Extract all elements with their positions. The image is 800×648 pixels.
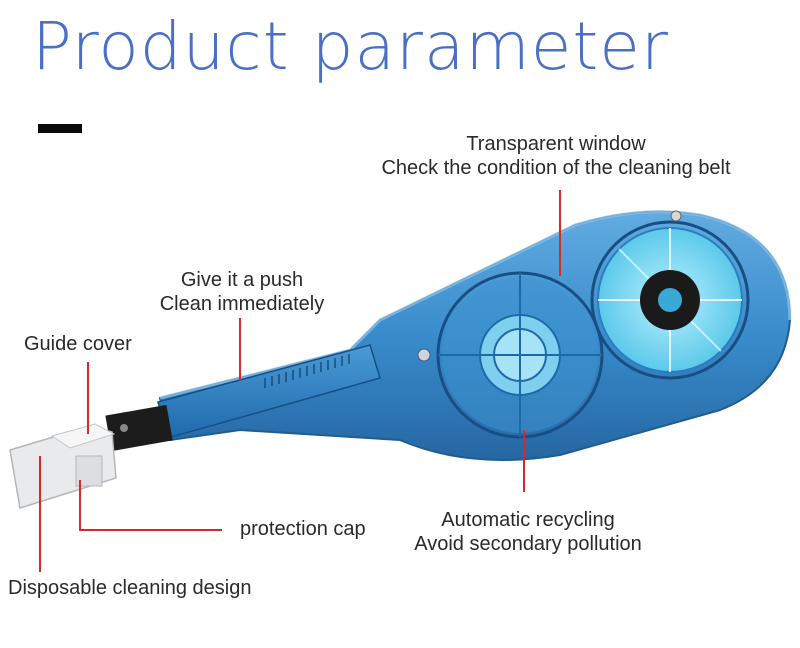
callout-window-line2: Check the condition of the cleaning belt [381, 157, 731, 179]
page-title: Product parameter [32, 8, 670, 85]
callout-push-line2: Clean immediately [159, 293, 325, 315]
callout-window: Transparent window Check the condition o… [340, 132, 772, 180]
callout-recycling-line1: Automatic recycling [441, 509, 615, 531]
screw-icon [670, 210, 682, 222]
callout-recycling: Automatic recycling Avoid secondary poll… [390, 508, 666, 556]
spring-icon [264, 354, 350, 388]
callout-lines [39, 190, 561, 572]
callout-guide-cover: Guide cover [24, 333, 132, 355]
callout-disposable: Disposable cleaning design [8, 577, 252, 599]
callout-recycling-line2: Avoid secondary pollution [414, 533, 642, 555]
callout-line-protection-cap [79, 480, 222, 531]
callout-window-line1: Transparent window [466, 133, 646, 155]
guide-cover-tip [9, 423, 117, 509]
screw-icon [417, 348, 431, 362]
supply-reel-window [590, 210, 750, 380]
connector-screw-icon [120, 424, 128, 432]
callout-push-line1: Give it a push [180, 269, 304, 291]
callout-push: Give it a push Clean immediately [142, 268, 342, 316]
callout-protection-cap: protection cap [240, 518, 366, 540]
title-underline [38, 124, 82, 133]
take-up-reel [417, 271, 604, 439]
black-connector [105, 404, 173, 452]
